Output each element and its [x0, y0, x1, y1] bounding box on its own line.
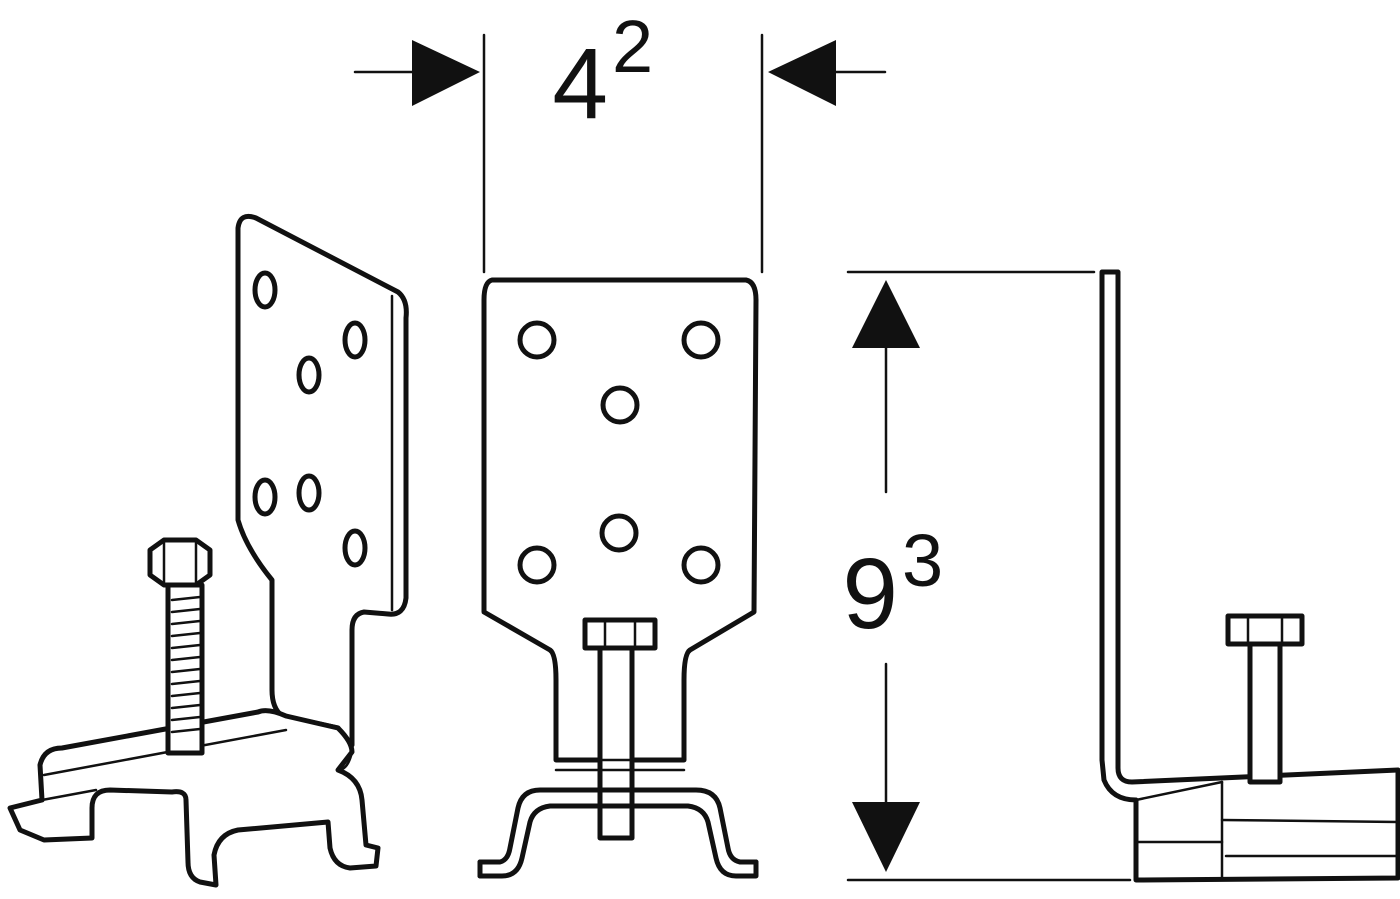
hole-icon: [296, 473, 322, 513]
arrow-down-icon: [852, 802, 920, 872]
arrow-up-icon: [852, 280, 920, 348]
side-bolt-head: [1225, 613, 1305, 647]
hole-icon: [681, 545, 721, 585]
hole-icon: [517, 545, 557, 585]
height-dimension-value: 9: [842, 538, 898, 650]
bracket-side-view: [1099, 269, 1400, 883]
hole-icon: [600, 385, 640, 425]
hole-icon: [681, 320, 721, 360]
arrow-right-icon: [412, 40, 480, 106]
front-channel: [477, 787, 759, 865]
side-plate: [1099, 269, 1400, 883]
hole-icon: [342, 528, 368, 568]
perspective-bolt: [147, 537, 213, 756]
side-bolt-shank: [1247, 641, 1283, 785]
front-holes: [517, 320, 721, 585]
height-dimension-superscript: 3: [902, 519, 943, 602]
hole-icon: [252, 477, 278, 517]
width-dimension-superscript: 2: [612, 5, 653, 88]
hole-icon: [296, 355, 322, 395]
perspective-channel: [7, 708, 381, 888]
width-dimension: 4 2: [353, 5, 887, 274]
hole-icon: [252, 270, 278, 310]
hole-icon: [517, 320, 557, 360]
hole-icon: [599, 513, 639, 553]
bracket-front-view: [477, 277, 759, 879]
hole-icon: [342, 320, 368, 360]
bracket-perspective-view: [7, 213, 409, 888]
front-bolt-head: [582, 617, 658, 651]
arrow-left-icon: [768, 40, 836, 106]
front-bolt-shank: [597, 645, 635, 841]
perspective-holes: [252, 270, 368, 568]
height-dimension: 9 3: [842, 270, 1132, 882]
bolt-head: [147, 537, 213, 588]
width-dimension-value: 4: [552, 28, 608, 140]
